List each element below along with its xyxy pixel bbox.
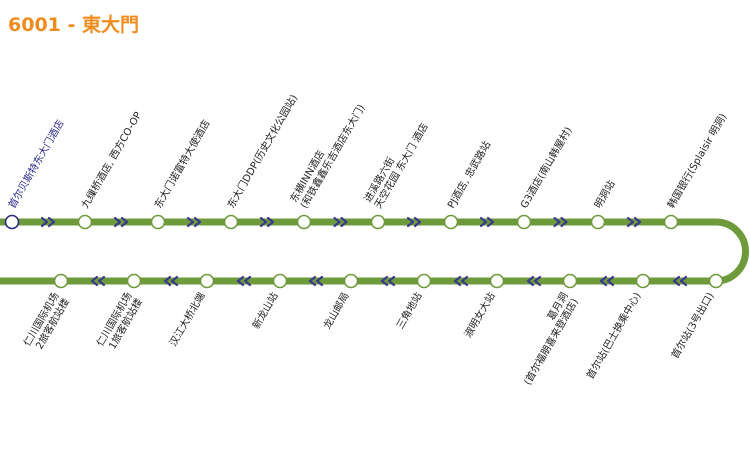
direction-arrow-bottom-4 (380, 275, 396, 287)
station-label-top-9: 韩国银行(Splaisir 明洞) (664, 111, 729, 211)
station-label-top-2: 东大门诺富特大使酒店 (151, 117, 212, 210)
station-label-top-5: 进溪路六街天空花园 东大门 酒店 (361, 115, 431, 211)
station-label-bottom-9: 首尔站(3号出口) (668, 290, 716, 361)
station-label-top-6: PJ酒店, 忠武路站 (444, 139, 493, 211)
direction-arrow-top-8 (626, 216, 642, 228)
direction-arrow-bottom-0 (90, 275, 106, 287)
station-label-top-8: 明洞站 (591, 178, 617, 210)
direction-arrow-top-0 (40, 216, 56, 228)
route-line (0, 218, 749, 285)
station-marker-bottom-4[interactable] (343, 273, 359, 289)
station-label-top-7: G3酒店(南山韩屋村) (517, 124, 574, 210)
station-label-top-0: 首尔贝斯特东大门酒店 (5, 117, 66, 210)
station-marker-top-4[interactable] (296, 214, 312, 230)
station-marker-bottom-2[interactable] (199, 273, 215, 289)
station-label-top-4: 东横INN酒店(和铁鑫鑫乐吉酒店东大门) (287, 96, 368, 211)
direction-arrow-top-5 (406, 216, 422, 228)
station-label-bottom-1: 仁川国际机场1旅客航站楼 (93, 290, 145, 354)
direction-arrow-bottom-2 (236, 275, 252, 287)
direction-arrow-top-6 (479, 216, 495, 228)
station-marker-top-0[interactable] (4, 214, 20, 230)
station-marker-bottom-7[interactable] (562, 273, 578, 289)
station-marker-top-8[interactable] (590, 214, 606, 230)
direction-arrow-bottom-8 (672, 275, 688, 287)
direction-arrow-bottom-7 (599, 275, 615, 287)
station-label-bottom-8: 首尔站(巴士换乘中心) (583, 290, 643, 381)
station-label-top-3: 东大门DDP(历史文化公园站) (224, 92, 300, 211)
station-label-bottom-0: 仁川国际机场2旅客航站楼 (20, 290, 72, 354)
route-title: 6001 - 東大門 (8, 14, 139, 36)
direction-arrow-top-4 (333, 216, 348, 228)
station-marker-top-1[interactable] (77, 214, 93, 230)
station-marker-bottom-8[interactable] (635, 273, 651, 289)
station-label-bottom-3: 新龙山站 (249, 290, 280, 331)
station-label-bottom-6: 淑明女大站 (461, 290, 497, 340)
station-marker-top-6[interactable] (443, 214, 459, 230)
station-marker-top-9[interactable] (663, 214, 679, 230)
station-label-bottom-5: 三角地站 (393, 290, 424, 331)
station-marker-bottom-6[interactable] (489, 273, 505, 289)
station-marker-bottom-3[interactable] (272, 273, 288, 289)
direction-arrow-top-1 (113, 216, 129, 228)
station-marker-bottom-1[interactable] (126, 273, 142, 289)
station-marker-top-5[interactable] (370, 214, 386, 230)
station-marker-bottom-9[interactable] (708, 273, 724, 289)
station-label-bottom-2: 汉江大桥北端 (166, 290, 207, 348)
direction-arrow-top-2 (186, 216, 202, 228)
station-marker-bottom-0[interactable] (53, 273, 69, 289)
station-label-top-1: 九缫桥酒店, 西方CO-OP (78, 109, 144, 210)
station-marker-top-7[interactable] (516, 214, 532, 230)
station-label-bottom-7: 葛月洞(首尔福朋喜来登酒店) (510, 290, 581, 387)
station-label-bottom-4: 龙山邮局 (320, 290, 351, 331)
direction-arrow-top-3 (259, 216, 275, 228)
direction-arrow-bottom-5 (453, 275, 469, 287)
direction-arrow-bottom-3 (308, 275, 324, 287)
direction-arrow-bottom-6 (526, 275, 542, 287)
direction-arrow-top-7 (553, 216, 568, 228)
station-marker-top-3[interactable] (223, 214, 239, 230)
station-marker-top-2[interactable] (150, 214, 166, 230)
direction-arrow-bottom-1 (163, 275, 179, 287)
station-marker-bottom-5[interactable] (416, 273, 432, 289)
